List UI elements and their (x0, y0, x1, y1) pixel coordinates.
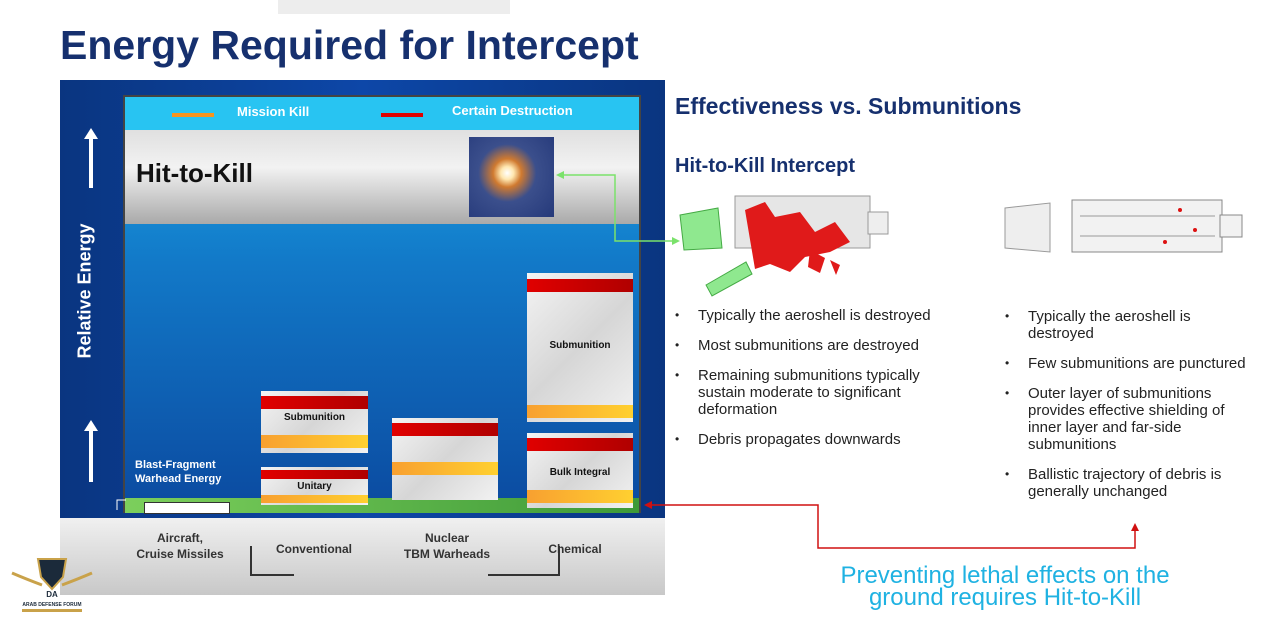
list-item: Typically the aeroshell is destroyed (675, 307, 965, 324)
effectiveness-heading: Effectiveness vs. Submunitions (675, 93, 1022, 119)
category-chemical: Chemical (515, 541, 635, 557)
category-line: TBM Warheads (403, 547, 491, 561)
legend-certain-destruction: Certain Destruction (452, 103, 573, 118)
arrow-up-icon (84, 128, 98, 188)
intercept-flash-image (469, 137, 554, 217)
arrow-up-icon (84, 420, 98, 482)
chemical-submunition-bar: Submunition (527, 273, 633, 422)
bar-label: Submunition (549, 340, 611, 351)
bar-label: Bulk Integral (549, 467, 611, 478)
category-line: Aircraft, (156, 531, 203, 545)
conclusion-line: Preventing lethal effects on the (840, 562, 1170, 589)
hit-to-kill-label: Hit-to-Kill (136, 158, 253, 188)
mission-kill-level (261, 435, 368, 448)
legend: Mission Kill Certain Destruction (125, 97, 639, 130)
category-line: Conventional (275, 542, 352, 556)
hit-to-kill-bullets: Typically the aeroshell is destroyed Mos… (675, 307, 965, 461)
red-connector (650, 504, 1136, 549)
conventional-submunition-bar: Submunition (261, 391, 368, 453)
list-item: Ballistic trajectory of debris is genera… (1005, 466, 1260, 500)
bar-label: Submunition (283, 412, 346, 423)
certain-destruction-swatch (381, 113, 423, 117)
arab-defense-forum-logo: DA ARAB DEFENSE FORUM (11, 558, 93, 612)
bracket-conventional (250, 546, 294, 576)
conventional-unitary-bar: Unitary (261, 467, 368, 505)
mission-kill-level (527, 405, 633, 418)
mission-kill-level (392, 462, 498, 475)
arrowhead-icon (644, 501, 652, 509)
nuclear-bar (392, 418, 498, 500)
bracket-chemical (488, 546, 560, 576)
bar-label: Unitary (297, 481, 332, 492)
list-item: Typically the aeroshell is destroyed (1005, 308, 1260, 342)
list-item: Remaining submunitions typically sustain… (675, 367, 965, 418)
category-line: Cruise Missiles (136, 547, 224, 561)
svg-text:DA: DA (46, 590, 58, 599)
chemical-bulk-bar: Bulk Integral (527, 433, 633, 508)
category-axis (60, 518, 665, 595)
certain-destruction-level (261, 396, 368, 409)
list-item: Debris propagates downwards (675, 431, 965, 448)
conclusion-line: ground requires Hit-to-Kill (868, 584, 1142, 611)
page-title: Energy Required for Intercept (60, 22, 639, 68)
certain-destruction-level (527, 279, 633, 292)
aircraft-energy-bar (144, 502, 230, 514)
blast-fragment-energy-bar (125, 498, 639, 513)
legend-mission-kill: Mission Kill (237, 104, 310, 119)
certain-destruction-level (392, 423, 498, 436)
top-bar (278, 0, 510, 14)
hit-to-kill-subheading: Hit-to-Kill Intercept (675, 155, 855, 177)
category-aircraft: Aircraft, Cruise Missiles (120, 530, 240, 562)
list-item: Few submunitions are punctured (1005, 355, 1260, 372)
blast-fragment-line1: Blast-Fragment (135, 459, 216, 471)
blast-fragment-line2: Warhead Energy (135, 473, 222, 485)
mission-kill-level (527, 490, 633, 503)
list-item: Outer layer of submunitions provides eff… (1005, 385, 1260, 453)
blast-bracket (116, 499, 126, 510)
blast-fragment-label: Blast-Fragment Warhead Energy (135, 458, 221, 486)
blast-fragment-bullets: Typically the aeroshell is destroyed Few… (1005, 308, 1260, 513)
conclusion-text: Preventing lethal effects on the ground … (790, 562, 1220, 611)
arrowhead-icon (672, 237, 680, 245)
category-line: Chemical (548, 542, 602, 556)
arrowhead-icon (556, 171, 564, 179)
svg-text:ARAB DEFENSE FORUM: ARAB DEFENSE FORUM (22, 602, 81, 608)
green-connector (560, 174, 676, 242)
certain-destruction-level (261, 470, 368, 479)
category-conventional: Conventional (254, 541, 374, 557)
category-line: Nuclear (424, 531, 470, 545)
list-item: Most submunitions are destroyed (675, 337, 965, 354)
certain-destruction-level (527, 438, 633, 451)
mission-kill-swatch (172, 113, 214, 117)
blast-fragment-submunition-diagram (1004, 199, 1243, 253)
arrowhead-icon (1131, 523, 1139, 531)
hit-to-kill-debris-diagram (679, 195, 889, 297)
mission-kill-level (261, 495, 368, 503)
